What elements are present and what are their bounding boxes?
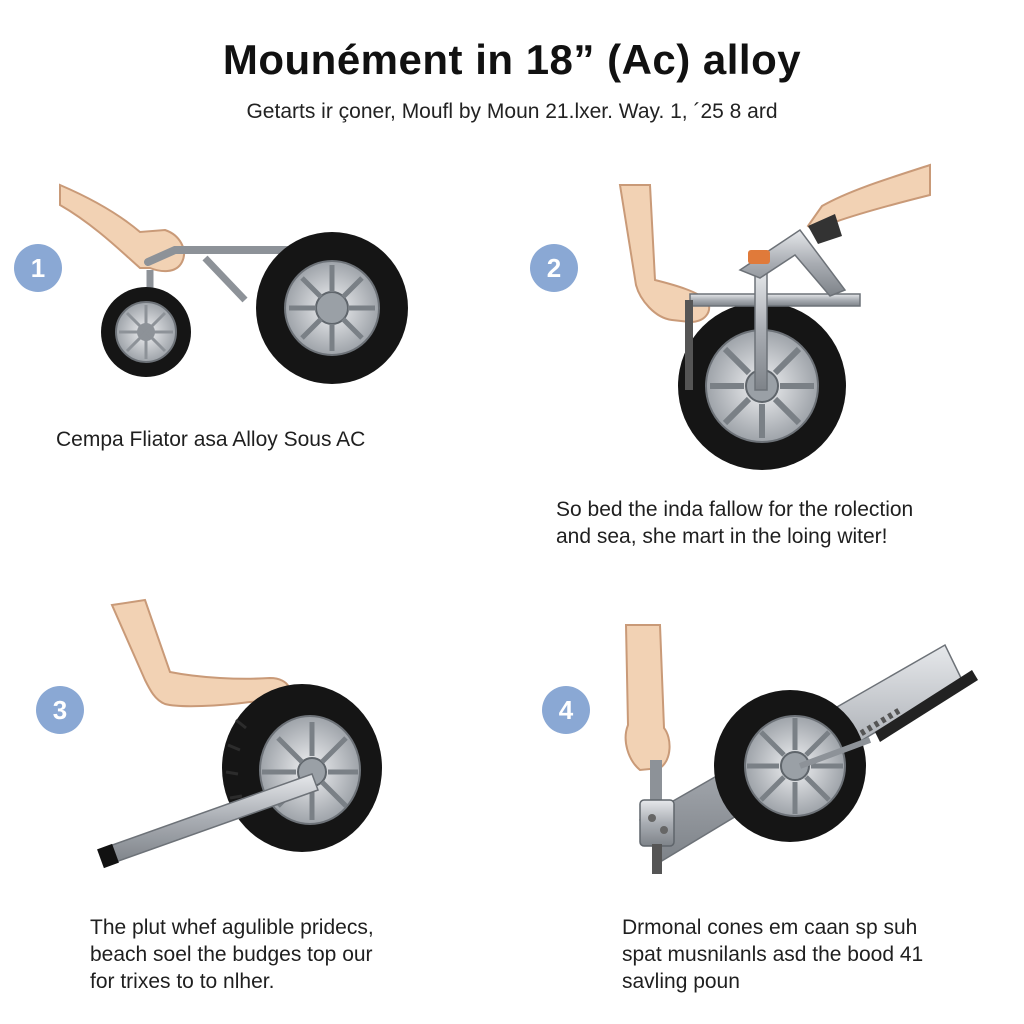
step-1-badge: 1 (14, 244, 62, 292)
step-4-illustration (624, 624, 978, 874)
step-2-badge: 2 (530, 244, 578, 292)
step-1-hand-icon (59, 183, 185, 273)
step-2-illustration (618, 163, 931, 470)
page-subtitle: Getarts ir çoner, Moufl by Moun 21.lxer.… (246, 100, 778, 123)
step-3-hand-icon (110, 598, 291, 708)
step-1-illustration (59, 183, 408, 384)
step-1-large-wheel-icon (256, 232, 408, 384)
step-4-hand-icon (624, 624, 671, 772)
step-3-wheel-icon (222, 684, 382, 852)
step-4-wrench-icon (639, 760, 675, 874)
step-4-caption: Drmonal cones em caan sp suh spat musnil… (622, 916, 924, 993)
step-4-wheel-icon (714, 690, 872, 842)
step-1-small-wheel-icon (101, 287, 191, 377)
step-3-illustration (97, 598, 382, 869)
step-3-bar-icon (97, 773, 319, 869)
step-4-badge: 4 (542, 686, 590, 734)
step-3-badge: 3 (36, 686, 84, 734)
page-title: Mounément in 18” (Ac) alloy (222, 36, 802, 83)
step-1-caption: Cempa Fliator asa Alloy Sous AC (56, 428, 366, 451)
step-2-left-hand-icon (618, 184, 710, 324)
step-2-caption: So bed the inda fallow for the rolection… (556, 498, 914, 548)
step-3-caption: The plut whef agulible pridecs, beach so… (90, 916, 374, 993)
